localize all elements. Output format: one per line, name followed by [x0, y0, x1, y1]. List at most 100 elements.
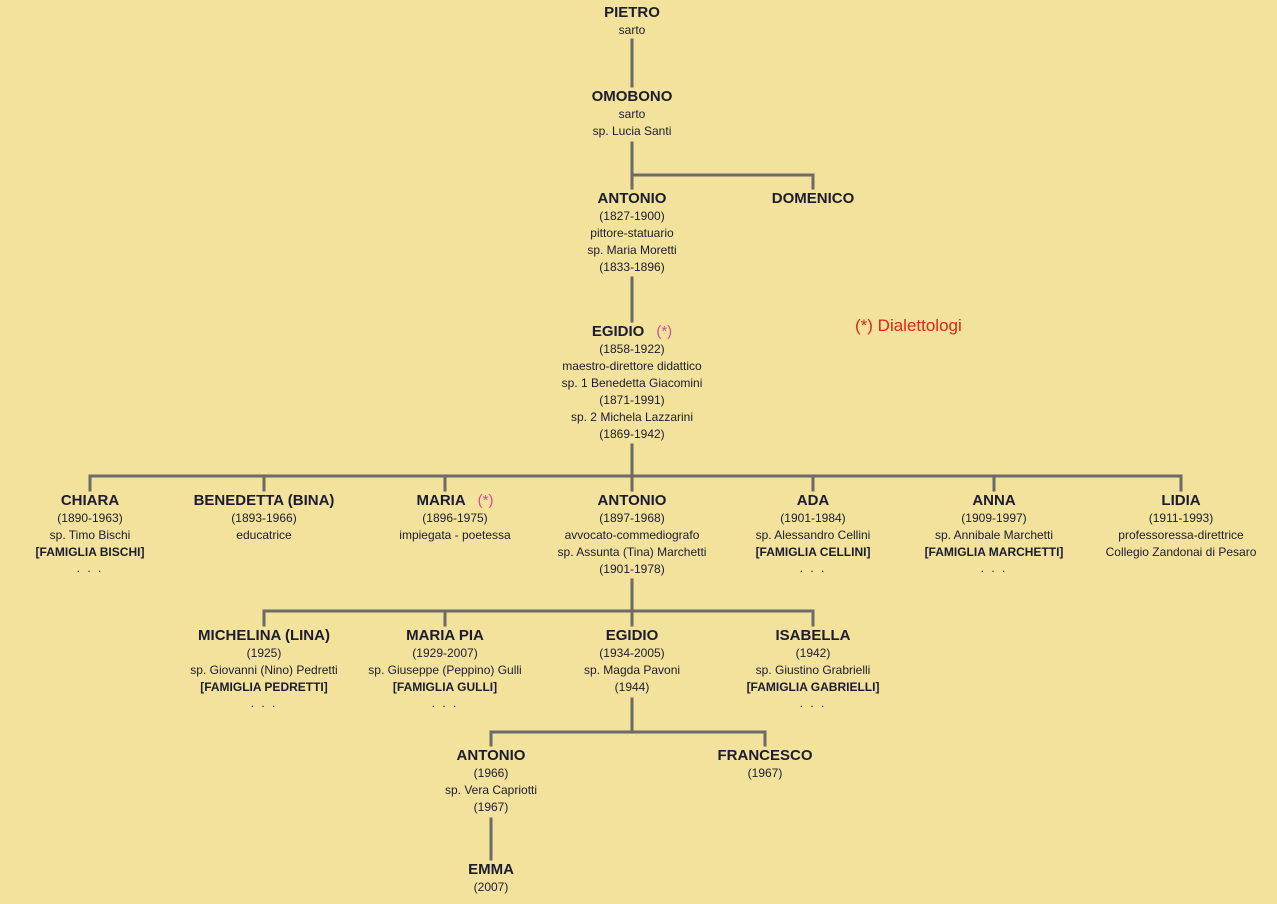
person-detail: (1966): [473, 766, 509, 780]
person-detail: (1911-1993): [1148, 511, 1214, 525]
person-name: ANTONIO: [558, 492, 707, 510]
person-name-text: ADA: [796, 492, 830, 509]
person-name: DOMENICO: [772, 190, 855, 208]
continuation-dots: . . .: [799, 561, 827, 575]
dialettologo-mark: (*): [656, 323, 673, 340]
person-detail: pittore-statuario: [590, 226, 674, 240]
person-name: EMMA: [468, 861, 514, 879]
person-detail: (1833-1896): [599, 260, 665, 274]
person-detail: (1967): [747, 766, 783, 780]
person-name: LIDIA: [1106, 492, 1257, 510]
person-detail: sp. Alessandro Cellini: [755, 528, 871, 542]
person-name-text: EGIDIO: [605, 627, 659, 644]
person-name: BENEDETTA (BINA): [194, 492, 335, 510]
person-name-text: DOMENICO: [771, 190, 855, 207]
person-name-text: OMOBONO: [591, 88, 673, 105]
person-name-text: EGIDIO: [591, 323, 645, 340]
person-domenico: DOMENICO: [772, 190, 855, 208]
person-maria: MARIA (*) (1896-1975) impiegata - poetessa: [399, 492, 510, 544]
person-detail: professoressa-direttrice: [1118, 528, 1244, 542]
person-benedetta: BENEDETTA (BINA) (1893-1966) educatrice: [194, 492, 335, 544]
person-detail: sp. Giustino Grabrielli: [755, 663, 871, 677]
person-name-text: MARIA: [416, 492, 466, 509]
person-detail: (1901-1984): [780, 511, 846, 525]
person-detail: sp. Timo Bischi: [49, 528, 131, 542]
person-detail: Collegio Zandonai di Pesaro: [1105, 545, 1257, 559]
continuation-dots: . . .: [250, 696, 278, 710]
person-michelina: MICHELINA (LINA) (1925) sp. Giovanni (Nino…: [190, 627, 337, 710]
person-name-text: BENEDETTA (BINA): [193, 492, 335, 509]
person-name: ISABELLA: [747, 627, 880, 645]
person-name-text: ANTONIO: [456, 747, 526, 764]
family-link: [FAMIGLIA BISCHI]: [35, 545, 145, 559]
person-detail: sarto: [618, 23, 646, 37]
person-detail: (1967): [473, 800, 509, 814]
person-egidio-1934: EGIDIO(1934-2005)sp. Magda Pavoni(1944): [584, 627, 680, 696]
family-link: [FAMIGLIA MARCHETTI]: [924, 545, 1064, 559]
person-name: MARIA (*): [399, 492, 510, 510]
person-name: MARIA PIA: [368, 627, 521, 645]
person-detail: (1942): [795, 646, 831, 660]
person-detail: (1925): [246, 646, 282, 660]
person-detail: (1869-1942): [599, 427, 665, 441]
person-detail: sp. Magda Pavoni: [583, 663, 681, 677]
person-lidia: LIDIA (1911-1993) professoressa-direttrice…: [1106, 492, 1257, 561]
person-name: ANTONIO: [587, 190, 676, 208]
person-egidio-1858: EGIDIO (*) (1858-1922) maestro-direttore di…: [562, 323, 703, 443]
person-name: EGIDIO (*): [562, 323, 703, 341]
person-antonio-1966: ANTONIO (1966) sp. Vera Capriotti (1967): [445, 747, 537, 816]
person-detail: (2007): [473, 880, 509, 894]
person-name: MICHELINA (LINA): [190, 627, 337, 645]
person-name: PIETRO: [604, 4, 660, 22]
person-name: FRANCESCO: [717, 747, 812, 765]
family-link: [FAMIGLIA CELLINI]: [755, 545, 871, 559]
continuation-dots: . . .: [799, 696, 827, 710]
person-name-text: PIETRO: [604, 4, 660, 21]
person-isabella: ISABELLA (1942) sp. Giustino Grabrielli [FA…: [747, 627, 880, 710]
person-emma: EMMA (2007): [468, 861, 514, 896]
person-detail: (1909-1997): [961, 511, 1027, 525]
family-link: [FAMIGLIA GULLI]: [392, 680, 498, 694]
person-detail: avvocato-commediografo: [564, 528, 700, 542]
continuation-dots: . . .: [431, 696, 459, 710]
person-francesco: FRANCESCO (1967): [717, 747, 812, 782]
person-name-text: LIDIA: [1161, 492, 1201, 509]
person-antonio-1827: ANTONIO(1827-1900) pittore-statuario sp. M…: [587, 190, 676, 276]
person-name-text: ANTONIO: [597, 492, 667, 509]
person-detail: sp. Giovanni (Nino) Pedretti: [190, 663, 338, 677]
person-name-text: EMMA: [468, 861, 514, 878]
person-name: CHIARA: [36, 492, 145, 510]
family-link: [FAMIGLIA GABRIELLI]: [746, 680, 880, 694]
person-name: ANNA: [925, 492, 1064, 510]
person-detail: (1896-1975): [422, 511, 488, 525]
person-name-text: FRANCESCO: [717, 747, 813, 764]
person-detail: sp. Maria Moretti: [587, 243, 677, 257]
person-pietro: PIETRO sarto: [604, 4, 660, 39]
person-name-text: MICHELINA (LINA): [198, 627, 330, 644]
person-name: ANTONIO: [445, 747, 537, 765]
continuation-dots: . . .: [980, 561, 1008, 575]
legend-dialettologi: (*) Dialettologi: [855, 316, 962, 335]
person-detail: (1893-1966): [231, 511, 297, 525]
person-detail: (1901-1978): [599, 562, 665, 576]
person-detail: (1827-1900): [599, 209, 665, 223]
dialettologo-mark: (*): [477, 492, 494, 509]
person-chiara: CHIARA (1890-1963) sp. Timo Bischi [FAMIGLI…: [36, 492, 145, 575]
person-detail: impiegata - poetessa: [399, 528, 511, 542]
person-maria-pia: MARIA PIA(1929-2007)sp. Giuseppe (Peppin…: [368, 627, 521, 710]
person-name-text: ISABELLA: [775, 627, 851, 644]
person-detail: (1944): [614, 680, 650, 694]
person-detail: (1897-1968): [599, 511, 665, 525]
person-detail: sp. Annibale Marchetti: [934, 528, 1054, 542]
person-anna: ANNA(1909-1997) sp. Annibale Marchetti [FA…: [925, 492, 1064, 575]
person-detail: educatrice: [236, 528, 292, 542]
person-detail: sp. Giuseppe (Peppino) Gulli: [368, 663, 522, 677]
person-name: OMOBONO: [592, 88, 673, 106]
person-detail: sp. Vera Capriotti: [444, 783, 538, 797]
person-detail: (1890-1963): [57, 511, 123, 525]
person-detail: maestro-direttore didattico: [562, 359, 702, 373]
person-detail: (1858-1922): [599, 342, 665, 356]
person-name-text: CHIARA: [60, 492, 120, 509]
